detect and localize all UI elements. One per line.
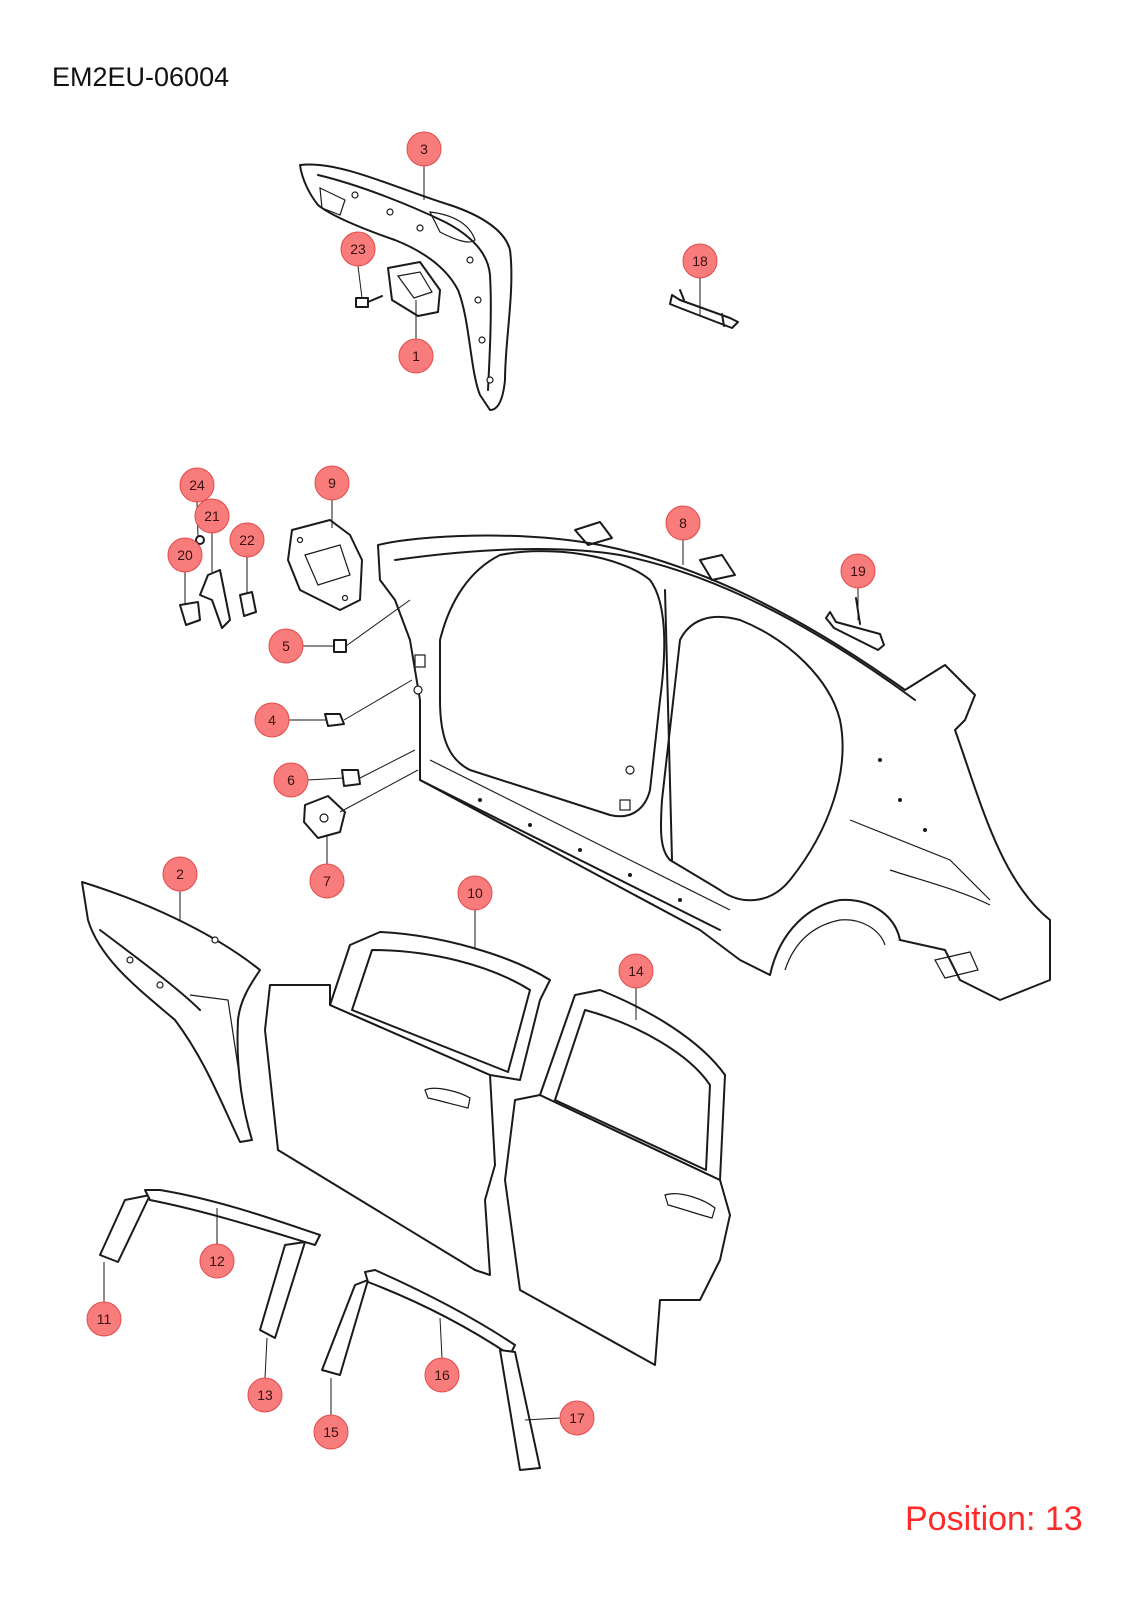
callout-label: 18 xyxy=(692,253,708,269)
callout-11[interactable]: 11 xyxy=(86,1301,122,1337)
callout-15[interactable]: 15 xyxy=(313,1414,349,1450)
part-front-fender xyxy=(81,881,261,1143)
callout-label: 8 xyxy=(679,515,687,531)
callout-label: 13 xyxy=(257,1387,273,1403)
callout-24[interactable]: 24 xyxy=(179,467,215,503)
part-small-bracket-20 xyxy=(179,601,201,626)
part-wheelhouse-bracket xyxy=(387,261,441,317)
part-bolt xyxy=(355,295,383,308)
part-clip-24 xyxy=(195,535,205,545)
callout-label: 17 xyxy=(569,1410,585,1426)
callout-label: 11 xyxy=(97,1311,112,1327)
position-indicator: Position: 13 xyxy=(905,1500,1083,1538)
part-clip-6 xyxy=(341,769,361,787)
callout-label: 7 xyxy=(323,873,331,889)
callout-8[interactable]: 8 xyxy=(665,505,701,541)
part-small-bracket-22 xyxy=(239,591,257,617)
callout-13[interactable]: 13 xyxy=(247,1377,283,1413)
callout-label: 5 xyxy=(282,638,290,654)
callout-2[interactable]: 2 xyxy=(162,856,198,892)
callout-6[interactable]: 6 xyxy=(273,762,309,798)
callout-label: 3 xyxy=(420,141,428,157)
callout-18[interactable]: 18 xyxy=(682,243,718,279)
part-trim-11 xyxy=(99,1194,151,1263)
callout-label: 22 xyxy=(239,532,255,548)
callout-label: 4 xyxy=(268,712,276,728)
callout-7[interactable]: 7 xyxy=(309,863,345,899)
callout-5[interactable]: 5 xyxy=(268,628,304,664)
callout-12[interactable]: 12 xyxy=(199,1243,235,1279)
part-body-side-panel xyxy=(377,521,1051,1001)
callout-4[interactable]: 4 xyxy=(254,702,290,738)
callout-label: 6 xyxy=(287,772,295,788)
callout-label: 19 xyxy=(850,563,866,579)
part-front-door xyxy=(264,931,551,1276)
callout-20[interactable]: 20 xyxy=(167,537,203,573)
callout-17[interactable]: 17 xyxy=(559,1400,595,1436)
callout-label: 15 xyxy=(323,1424,339,1440)
callout-3[interactable]: 3 xyxy=(406,131,442,167)
callout-label: 23 xyxy=(350,241,366,257)
part-trim-13 xyxy=(259,1241,306,1339)
callout-label: 24 xyxy=(189,477,205,493)
callout-label: 9 xyxy=(328,475,336,491)
callout-1[interactable]: 1 xyxy=(398,338,434,374)
part-clip-5 xyxy=(333,639,347,653)
callout-label: 16 xyxy=(434,1367,450,1383)
callout-label: 12 xyxy=(209,1253,225,1269)
part-clip-4 xyxy=(324,713,345,727)
callout-label: 1 xyxy=(412,348,420,364)
part-trim-16 xyxy=(364,1269,516,1356)
callout-21[interactable]: 21 xyxy=(194,498,230,534)
callout-label: 20 xyxy=(177,547,193,563)
part-rear-door xyxy=(504,989,731,1366)
callout-22[interactable]: 22 xyxy=(229,522,265,558)
part-small-bracket-21 xyxy=(199,569,231,629)
callout-label: 14 xyxy=(628,963,644,979)
part-plate-7 xyxy=(303,795,346,839)
callout-label: 21 xyxy=(204,508,220,524)
callout-14[interactable]: 14 xyxy=(618,953,654,989)
part-wheelhouse-inner xyxy=(299,163,513,411)
part-bracket-18 xyxy=(669,289,739,329)
callout-16[interactable]: 16 xyxy=(424,1357,460,1393)
part-trim-17 xyxy=(499,1349,541,1471)
callout-label: 2 xyxy=(176,866,184,882)
part-trim-12 xyxy=(144,1189,321,1246)
leader-lines xyxy=(103,166,859,1421)
part-reinforcement-plate xyxy=(287,519,363,611)
callout-10[interactable]: 10 xyxy=(457,875,493,911)
callout-23[interactable]: 23 xyxy=(340,231,376,267)
callout-9[interactable]: 9 xyxy=(314,465,350,501)
callout-19[interactable]: 19 xyxy=(840,553,876,589)
callout-label: 10 xyxy=(467,885,483,901)
diagram-title: EM2EU-06004 xyxy=(52,62,230,92)
part-trim-15 xyxy=(321,1279,369,1376)
